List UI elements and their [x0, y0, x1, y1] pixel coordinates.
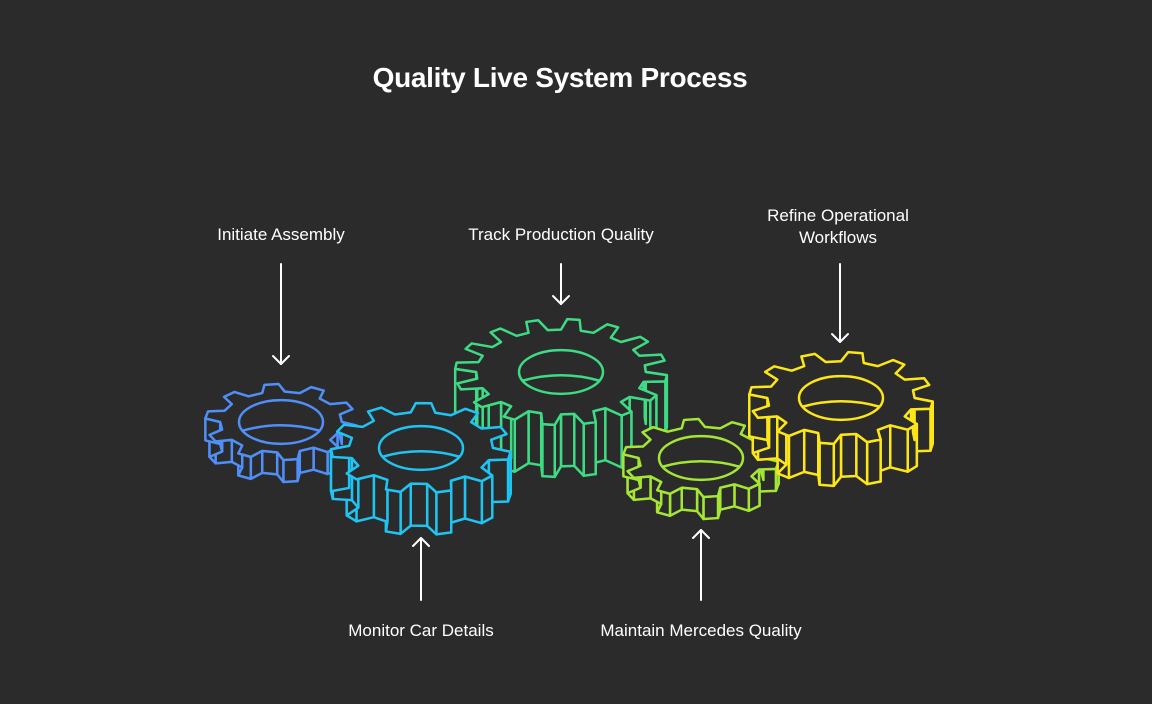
gear-side-face — [435, 489, 453, 536]
gear-side-face — [680, 486, 699, 513]
gear-side-face — [463, 475, 484, 525]
diagram-title: Quality Live System Process — [372, 62, 748, 93]
gear-side-face — [260, 449, 279, 476]
gear-side-face — [802, 428, 820, 477]
gear-hole-inner-edge — [242, 424, 320, 432]
gear-side-face — [865, 438, 882, 486]
gear-side-face — [888, 424, 909, 473]
gear-side-face — [604, 406, 623, 469]
gear-hole — [237, 398, 325, 446]
gear-side-face — [839, 432, 858, 479]
gear-side-face — [409, 482, 429, 528]
label-refine-operational-workflows: Refine Operational Workflows — [767, 205, 909, 249]
arrow-up-maintain — [692, 529, 710, 601]
arrow-down-initiate — [272, 263, 290, 365]
gear-side-face — [541, 422, 557, 479]
arrow-down-refine — [831, 263, 849, 343]
gear-side-face — [818, 441, 836, 488]
gear-hole-inner-edge — [802, 400, 880, 408]
gear-side-face — [582, 420, 597, 478]
gear-hole — [517, 348, 605, 396]
gear-monitor-car-details — [329, 401, 512, 536]
label-monitor-car-details: Monitor Car Details — [348, 621, 494, 640]
gear-side-face — [559, 412, 576, 468]
gear-hole-inner-edge — [382, 450, 460, 458]
gear-side-face — [702, 494, 720, 521]
gear-side-face — [527, 409, 543, 467]
gear-hole — [377, 424, 465, 472]
gear-side-face — [449, 475, 467, 524]
label-track-production-quality: Track Production Quality — [468, 225, 654, 244]
gear-side-face — [480, 474, 494, 525]
arrow-down-track — [552, 263, 570, 305]
gear-side-face — [282, 457, 299, 484]
label-maintain-mercedes-quality: Maintain Mercedes Quality — [600, 621, 802, 640]
arrow-up-monitor — [412, 537, 430, 601]
gear-refine-operational-workflows — [748, 350, 934, 488]
gear-side-face — [372, 473, 389, 524]
gear-side-face — [787, 428, 806, 480]
label-line-2: Workflows — [798, 228, 878, 247]
gear-hole — [797, 374, 885, 422]
label-line-1: Refine Operational — [767, 206, 909, 225]
label-initiate-assembly: Initiate Assembly — [217, 225, 345, 244]
gear-hole-inner-edge — [522, 374, 600, 382]
gear-hole-inner-edge — [662, 460, 740, 468]
gear-side-face — [513, 409, 530, 473]
gear-hole — [657, 434, 745, 482]
